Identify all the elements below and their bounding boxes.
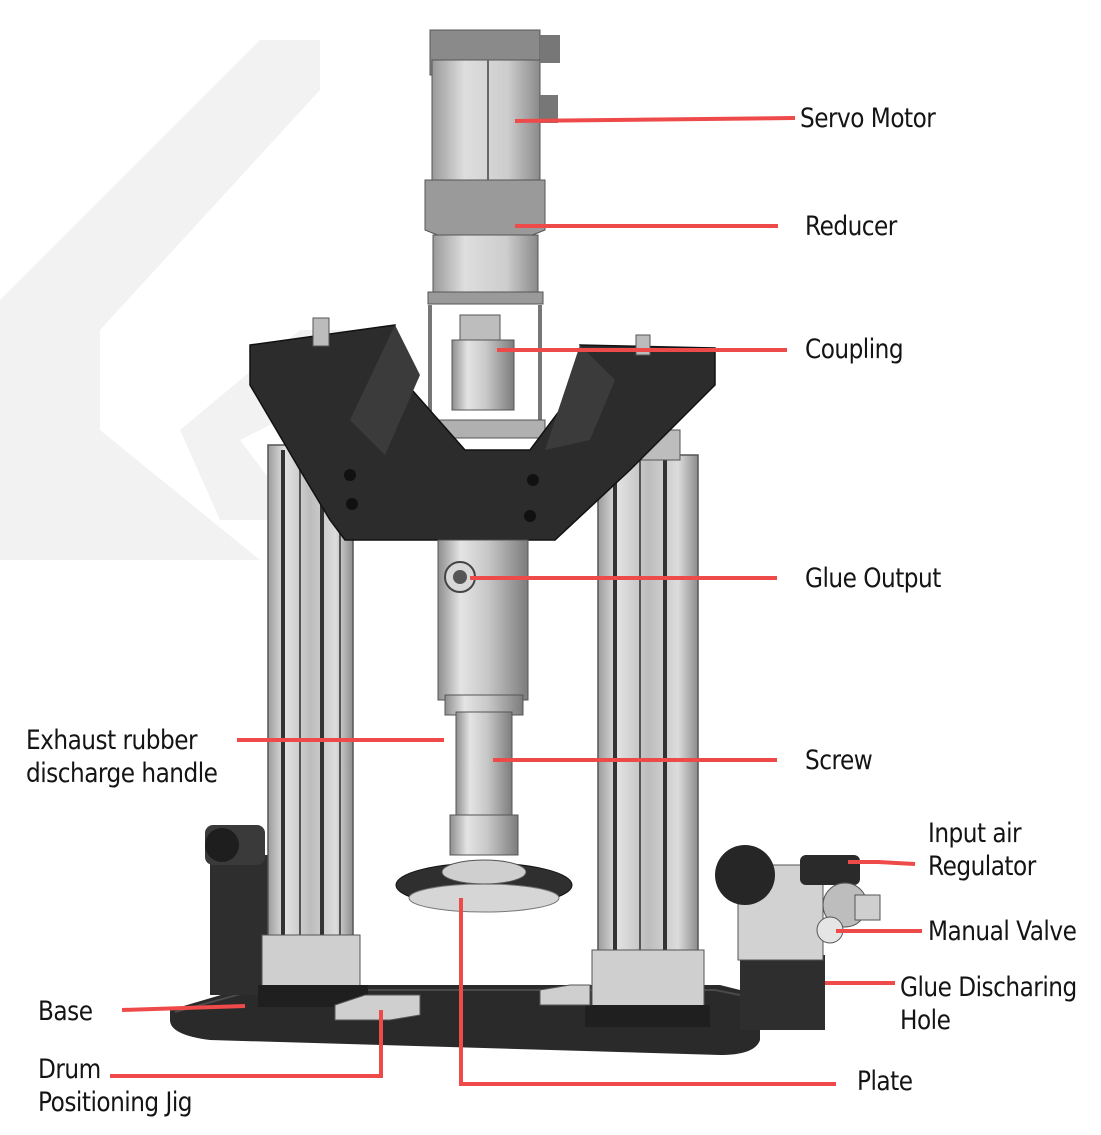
coupling — [424, 305, 546, 439]
label-input-air-line2: Regulator — [928, 851, 1036, 882]
label-input-air-line1: Input air — [928, 818, 1022, 849]
label-manual-valve: Manual Valve — [928, 916, 1077, 947]
label-screw: Screw — [805, 745, 873, 776]
leader-servo-motor — [514, 116, 796, 123]
label-exhaust-line2: discharge handle — [26, 758, 218, 789]
label-drum-line2: Positioning Jig — [38, 1087, 193, 1118]
label-servo-motor: Servo Motor — [800, 103, 936, 134]
label-base: Base — [38, 996, 93, 1027]
label-glue-hole-line1: Glue Discharing — [900, 972, 1077, 1003]
label-glue-output: Glue Output — [805, 563, 941, 594]
label-glue-hole-line2: Hole — [900, 1005, 951, 1036]
leader-plate — [459, 898, 836, 1086]
servo-motor — [429, 29, 560, 181]
screw-shaft — [449, 711, 519, 856]
glue-cylinder — [437, 539, 529, 716]
label-coupling: Coupling — [805, 334, 904, 365]
leader-lines — [110, 116, 922, 1086]
leader-drum-jig — [110, 1010, 383, 1078]
leader-base — [121, 1004, 246, 1012]
label-exhaust-line1: Exhaust rubber — [26, 725, 198, 756]
label-reducer: Reducer — [805, 211, 897, 242]
left-bracket — [205, 825, 270, 995]
label-drum-line1: Drum — [38, 1054, 101, 1085]
drum-positioning-jig — [334, 984, 591, 1021]
pressure-plate — [395, 859, 573, 913]
leader-input-air — [848, 860, 916, 866]
reducer — [424, 179, 546, 305]
left-column — [258, 444, 368, 1007]
right-valve-block — [715, 845, 881, 1030]
top-bracket — [249, 317, 716, 541]
label-plate: Plate — [857, 1066, 913, 1097]
